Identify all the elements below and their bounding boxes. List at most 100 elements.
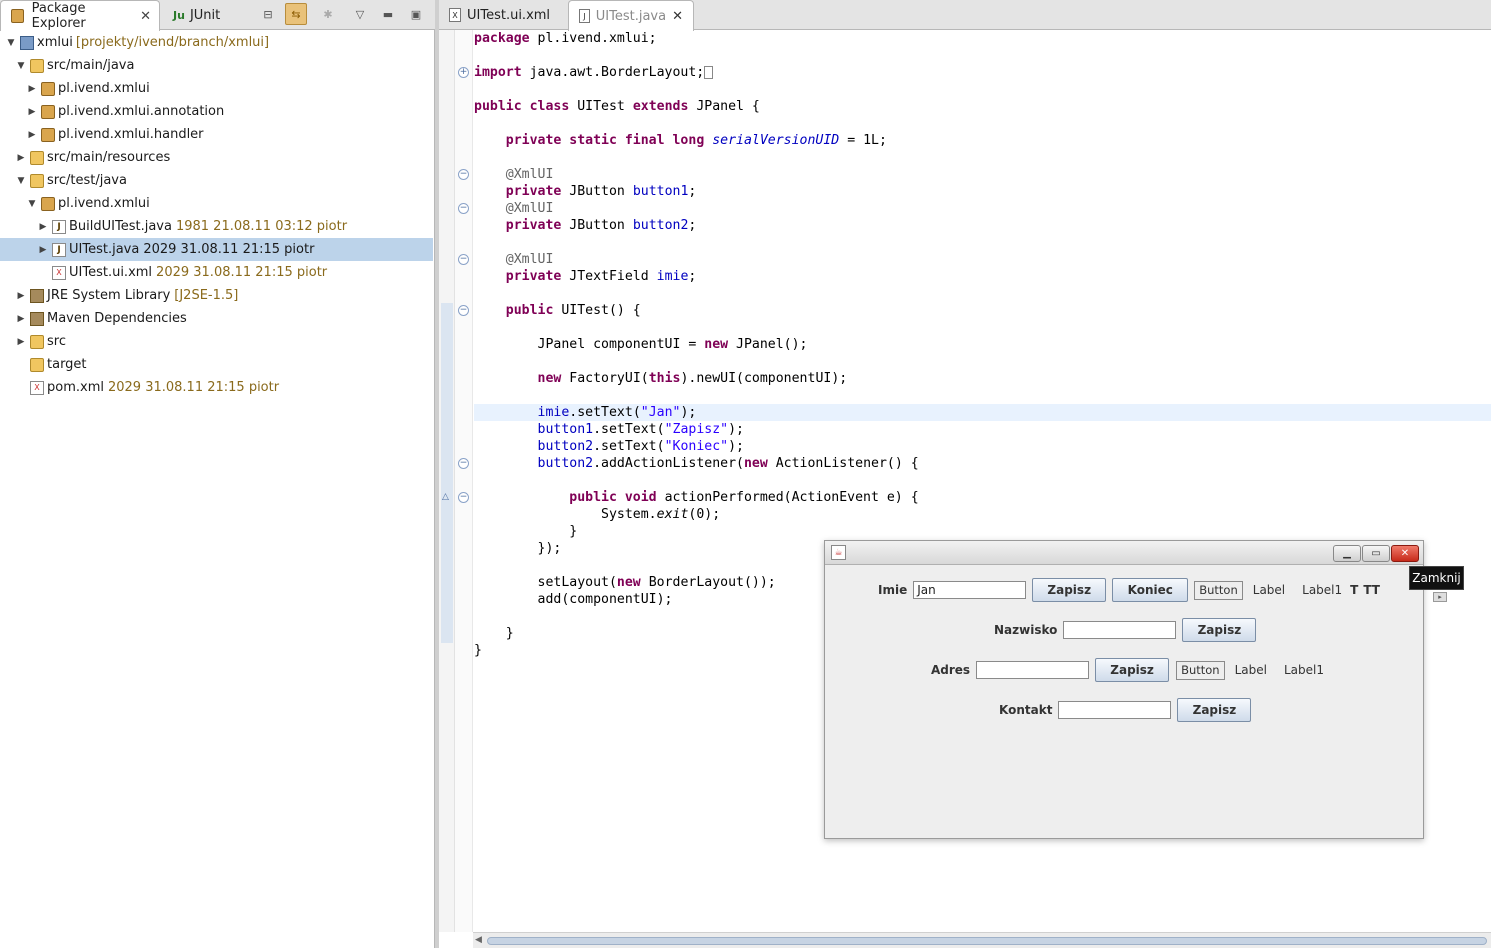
- code-line: }: [474, 643, 482, 658]
- tree-node-xml-file[interactable]: X UITest.ui.xml 2029 31.08.11 21:15 piot…: [0, 261, 433, 284]
- save-button[interactable]: Zapisz: [1032, 578, 1107, 602]
- collapse-fold-icon[interactable]: −: [458, 492, 469, 503]
- imie-input[interactable]: Jan: [913, 581, 1027, 599]
- generic-button[interactable]: Button: [1176, 660, 1225, 680]
- collapse-fold-icon[interactable]: −: [458, 305, 469, 316]
- collapse-fold-icon[interactable]: −: [458, 458, 469, 469]
- tree-node-folder[interactable]: ▶ src: [0, 330, 433, 353]
- horizontal-scrollbar[interactable]: ◀: [473, 932, 1491, 948]
- filter-icon[interactable]: ✱: [323, 7, 333, 21]
- tab-label: UITest.ui.xml: [467, 7, 551, 23]
- tree-decoration: 2029 31.08.11 21:15 piotr: [143, 242, 315, 257]
- tree-label: src/main/resources: [47, 150, 171, 165]
- collapsed-arrow-icon[interactable]: ▶: [17, 152, 25, 163]
- tree-node-source-folder[interactable]: ▼ src/test/java: [0, 169, 433, 192]
- form-row-kontakt: Kontakt Zapisz: [999, 698, 1252, 722]
- tab-uitest-java[interactable]: J UITest.java ✕: [568, 0, 694, 31]
- save-button[interactable]: Zapisz: [1177, 698, 1252, 722]
- close-icon[interactable]: ✕: [672, 8, 683, 24]
- field-label: Imie: [878, 583, 908, 597]
- code-line: JPanel componentUI = new JPanel();: [474, 337, 808, 352]
- close-button[interactable]: ✕: [1391, 545, 1419, 562]
- code-area[interactable]: package pl.ivend.xmlui; import java.awt.…: [474, 30, 1491, 659]
- collapsed-arrow-icon[interactable]: ▶: [28, 83, 36, 94]
- collapsed-arrow-icon[interactable]: ▶: [17, 313, 25, 324]
- collapsed-arrow-icon[interactable]: ▶: [17, 336, 25, 347]
- tree-node-package[interactable]: ▶ pl.ivend.xmlui: [0, 77, 433, 100]
- java-file-icon: J: [52, 242, 66, 257]
- tab-uitest-ui-xml[interactable]: X UITest.ui.xml: [439, 0, 565, 30]
- collapse-all-icon[interactable]: ⊟: [263, 7, 273, 21]
- expanded-arrow-icon[interactable]: ▼: [17, 60, 25, 71]
- nazwisko-input[interactable]: [1063, 621, 1177, 639]
- window-titlebar[interactable]: ☕ ▁ ▭ ✕: [825, 541, 1423, 565]
- tree-label: UITest.ui.xml: [69, 265, 153, 280]
- expanded-arrow-icon[interactable]: ▼: [7, 37, 15, 48]
- kontakt-input[interactable]: [1058, 701, 1172, 719]
- code-line: });: [474, 541, 562, 556]
- link-with-editor-icon[interactable]: ⇆: [285, 3, 307, 25]
- swing-test-window: ☕ ▁ ▭ ✕ Imie Jan Zapisz Koniec Button La…: [824, 540, 1424, 839]
- tree-node-package[interactable]: ▼ pl.ivend.xmlui: [0, 192, 433, 215]
- project-tree: ▼ xmlui [projekty/ivend/branch/xmlui] ▼ …: [0, 31, 433, 399]
- collapse-fold-icon[interactable]: −: [458, 169, 469, 180]
- source-folder-icon: [30, 173, 44, 188]
- generic-button[interactable]: Button: [1194, 580, 1243, 600]
- library-icon: [30, 288, 44, 303]
- library-icon: [30, 311, 44, 326]
- view-sash[interactable]: [435, 0, 439, 948]
- package-icon: [41, 104, 55, 119]
- tree-node-java-file[interactable]: ▶ J BuildUITest.java 1981 21.08.11 03:12…: [0, 215, 433, 238]
- tree-node-library[interactable]: ▶ Maven Dependencies: [0, 307, 433, 330]
- collapsed-arrow-icon[interactable]: ▶: [39, 244, 47, 255]
- tree-node-folder[interactable]: target: [0, 353, 433, 376]
- save-button[interactable]: Zapisz: [1182, 618, 1257, 642]
- tree-node-source-folder[interactable]: ▶ src/main/resources: [0, 146, 433, 169]
- code-line: [474, 115, 1491, 132]
- code-line: import java.awt.BorderLayout;: [474, 64, 1491, 81]
- tree-node-source-folder[interactable]: ▼ src/main/java: [0, 54, 433, 77]
- code-line: new FactoryUI(this).newUI(componentUI);: [537, 371, 848, 386]
- tree-label: pl.ivend.xmlui: [58, 196, 150, 211]
- scope-highlight: [441, 303, 453, 643]
- scrollbar-thumb[interactable]: [487, 937, 1487, 945]
- collapse-fold-icon[interactable]: −: [458, 254, 469, 265]
- tab-label: JUnit: [189, 7, 221, 23]
- tree-node-xml-file[interactable]: X pom.xml 2029 31.08.11 21:15 piotr: [0, 376, 433, 399]
- collapse-fold-icon[interactable]: −: [458, 203, 469, 214]
- tree-label: src/main/java: [47, 58, 135, 73]
- overview-ruler[interactable]: △: [439, 30, 455, 932]
- tree-label: src: [47, 334, 66, 349]
- code-line: [474, 387, 1491, 404]
- tree-node-package[interactable]: ▶ pl.ivend.xmlui.annotation: [0, 100, 433, 123]
- expand-fold-icon[interactable]: +: [458, 67, 469, 78]
- tab-package-explorer[interactable]: Package Explorer ✕: [0, 0, 160, 31]
- tree-node-library[interactable]: ▶ JRE System Library [J2SE-1.5]: [0, 284, 433, 307]
- view-menu-icon[interactable]: ▽: [355, 7, 365, 21]
- junit-icon: Ju: [173, 8, 185, 22]
- koniec-button[interactable]: Koniec: [1112, 578, 1189, 602]
- adres-input[interactable]: [976, 661, 1090, 679]
- tree-node-java-file-selected[interactable]: ▶ J UITest.java 2029 31.08.11 21:15 piot…: [0, 238, 433, 261]
- save-button[interactable]: Zapisz: [1095, 658, 1170, 682]
- tab-junit[interactable]: Ju JUnit: [165, 0, 229, 30]
- minimize-icon[interactable]: ▬: [382, 7, 394, 21]
- tree-node-project[interactable]: ▼ xmlui [projekty/ivend/branch/xmlui]: [0, 31, 433, 54]
- maximize-icon[interactable]: ▣: [410, 7, 422, 21]
- collapsed-arrow-icon[interactable]: ▶: [28, 106, 36, 117]
- tree-label: UITest.java: [69, 242, 140, 257]
- maximize-button[interactable]: ▭: [1362, 545, 1390, 562]
- code-line: public void actionPerformed(ActionEvent …: [569, 490, 919, 505]
- package-explorer-view: Package Explorer ✕ Ju JUnit ⊟ ⇆ ✱ ▽ ▬ ▣ …: [0, 0, 435, 948]
- expanded-arrow-icon[interactable]: ▼: [17, 175, 25, 186]
- minimize-button[interactable]: ▁: [1333, 545, 1361, 562]
- close-icon[interactable]: ✕: [140, 8, 151, 24]
- collapsed-arrow-icon[interactable]: ▶: [39, 221, 47, 232]
- tree-node-package[interactable]: ▶ pl.ivend.xmlui.handler: [0, 123, 433, 146]
- collapsed-arrow-icon[interactable]: ▶: [28, 129, 36, 140]
- expanded-arrow-icon[interactable]: ▼: [28, 198, 36, 209]
- code-line: package pl.ivend.xmlui;: [474, 31, 657, 46]
- scroll-left-icon[interactable]: ◀: [475, 935, 482, 945]
- collapsed-arrow-icon[interactable]: ▶: [17, 290, 25, 301]
